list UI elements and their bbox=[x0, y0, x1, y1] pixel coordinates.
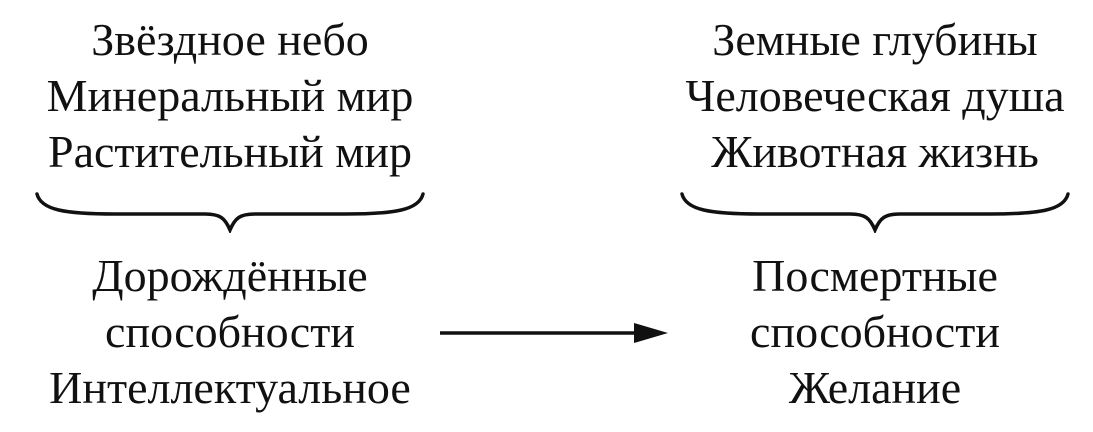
right-curly-brace bbox=[680, 192, 1070, 233]
left-top-line-1: Звёздное небо bbox=[91, 14, 369, 65]
left-top-line-3: Растительный мир bbox=[48, 126, 412, 177]
left-top-line-2: Минеральный мир bbox=[46, 70, 414, 121]
right-bottom-line-3: Желание bbox=[788, 362, 962, 413]
left-bottom-line-2: способности bbox=[105, 306, 355, 357]
left-bottom-group: Дорождённые способности Интеллектуальное bbox=[10, 248, 450, 416]
left-bottom-line-3: Интеллектуальное bbox=[49, 362, 411, 413]
right-arrow bbox=[440, 323, 668, 343]
right-bottom-line-1: Посмертные bbox=[752, 250, 998, 301]
right-top-group: Земные глубины Человеческая душа Животна… bbox=[655, 12, 1093, 180]
right-top-line-2: Человеческая душа bbox=[685, 70, 1065, 121]
left-curly-brace bbox=[35, 192, 425, 233]
right-top-line-3: Животная жизнь bbox=[711, 126, 1039, 177]
right-bottom-group: Посмертные способности Желание bbox=[655, 248, 1093, 416]
left-bottom-line-1: Дорождённые bbox=[92, 250, 368, 301]
left-top-group: Звёздное небо Минеральный мир Растительн… bbox=[10, 12, 450, 180]
right-bottom-line-2: способности bbox=[750, 306, 1000, 357]
right-top-line-1: Земные глубины bbox=[712, 14, 1038, 65]
